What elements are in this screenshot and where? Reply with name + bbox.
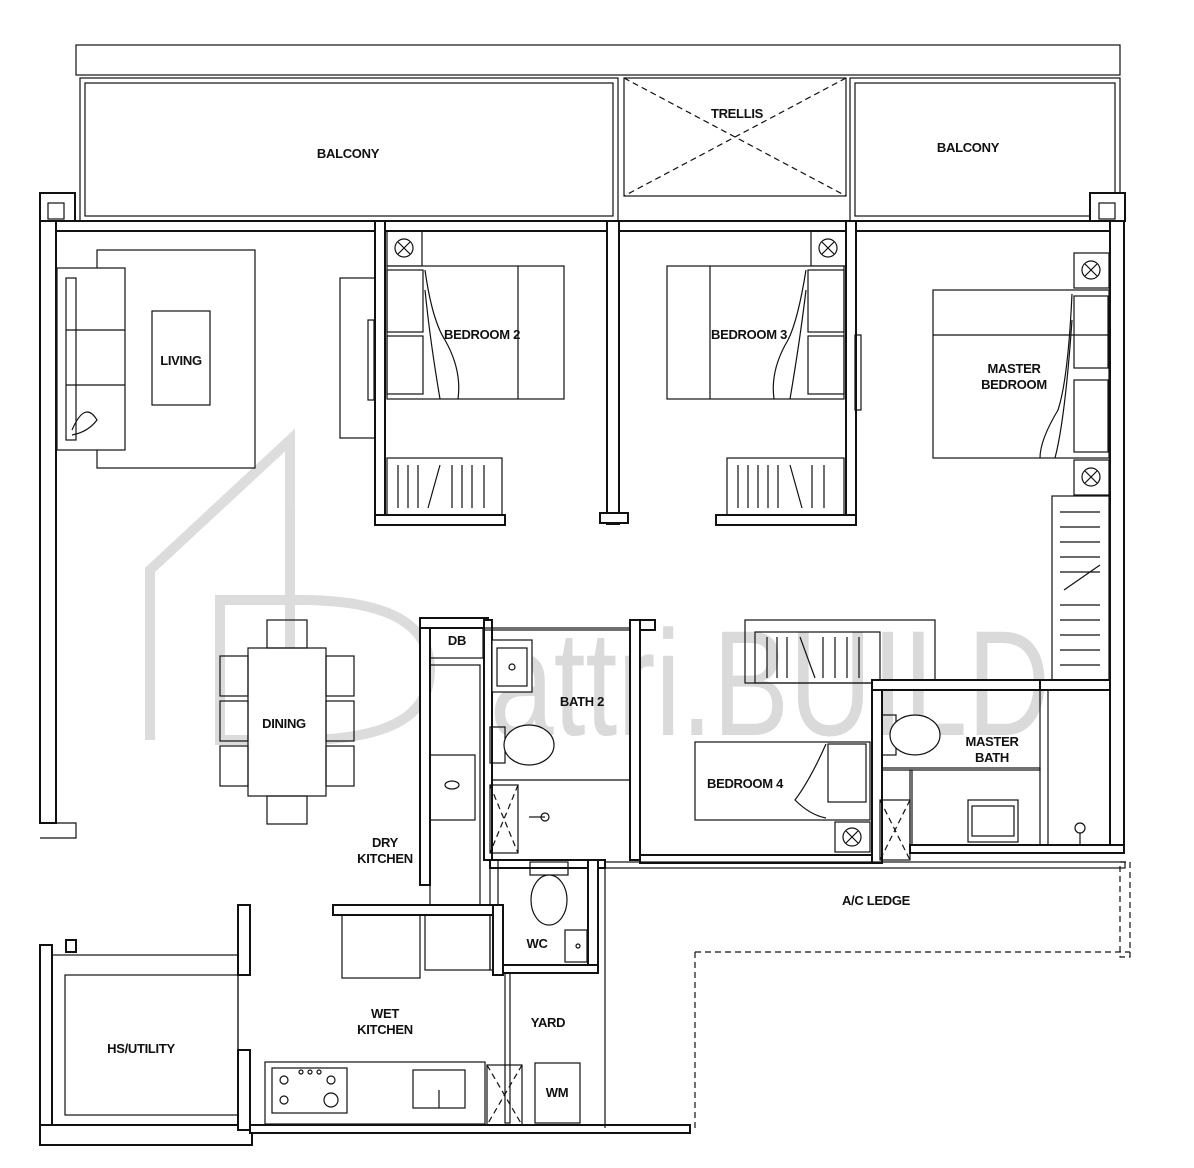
label-living: LIVING (160, 353, 202, 368)
master-bedroom (932, 252, 1110, 683)
label-bedroom-4: BEDROOM 4 (707, 776, 784, 791)
wc-yard (486, 859, 606, 1126)
label-dry-kitchen-1: DRY (372, 835, 399, 850)
label-bedroom-2: BEDROOM 2 (444, 327, 520, 342)
label-wet-kitchen-2: KITCHEN (357, 1022, 413, 1037)
label-master-bedroom-2: BEDROOM (981, 377, 1047, 392)
label-master-bath-1: MASTER (965, 734, 1019, 749)
label-dry-kitchen-2: KITCHEN (357, 851, 413, 866)
label-balcony-right: BALCONY (937, 140, 1000, 155)
bedroom-2 (339, 220, 565, 526)
label-hs-utility: HS/UTILITY (107, 1041, 175, 1056)
bedroom-4 (639, 619, 936, 864)
label-dining: DINING (262, 716, 306, 731)
label-master-bedroom-1: MASTER (987, 361, 1041, 376)
kitchen (264, 904, 504, 1125)
bedroom-3 (666, 220, 862, 526)
label-db: DB (448, 633, 466, 648)
label-yard: YARD (531, 1015, 565, 1030)
bath-2 (419, 617, 656, 911)
living-furniture (56, 249, 256, 469)
label-ac-ledge: A/C LEDGE (842, 893, 911, 908)
label-bedroom-3: BEDROOM 3 (711, 327, 787, 342)
room-labels: BALCONY TRELLIS BALCONY LIVING BEDROOM 2… (107, 106, 1047, 1100)
label-trellis: TRELLIS (711, 106, 764, 121)
label-balcony-left: BALCONY (317, 146, 380, 161)
balcony-band (75, 44, 1121, 222)
master-bath (871, 679, 1111, 864)
label-bath-2: BATH 2 (560, 694, 604, 709)
label-wet-kitchen-1: WET (371, 1006, 399, 1021)
label-wc: WC (526, 936, 548, 951)
dining-table (219, 619, 355, 825)
label-wm: WM (546, 1085, 569, 1100)
column (606, 220, 620, 525)
hs-utility (51, 954, 239, 1126)
label-master-bath-2: BATH (975, 750, 1009, 765)
exterior-walls (39, 192, 1126, 1146)
